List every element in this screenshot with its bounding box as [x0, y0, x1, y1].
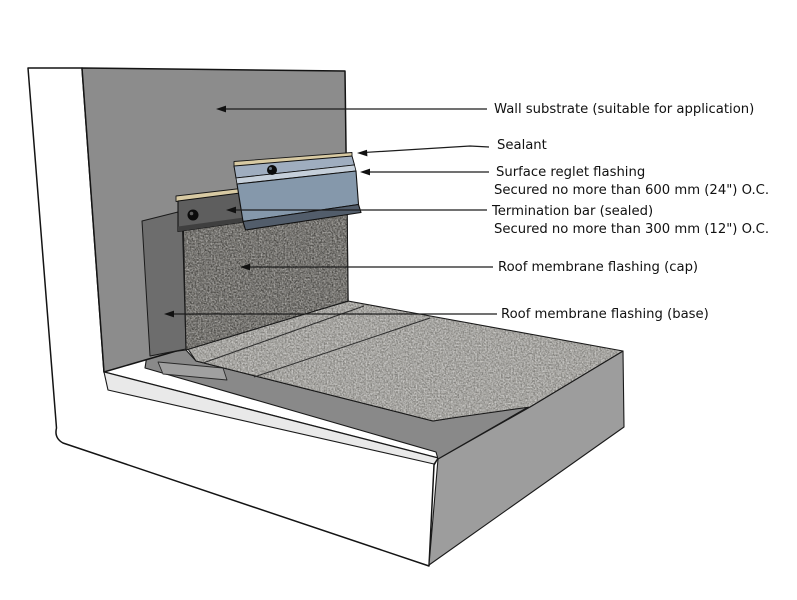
slab-ledge-band [103, 371, 439, 465]
label-surface-reglet-line2: Secured no more than 600 mm (24") O.C. [494, 183, 769, 198]
deck-seam-1 [202, 305, 365, 364]
arrowhead-termination-bar [226, 206, 236, 214]
surface-reglet-flashing [233, 152, 362, 231]
deck-seam-2 [253, 317, 431, 378]
arrowhead-wall-substrate [216, 105, 226, 113]
arrowhead-membrane-cap [240, 263, 250, 271]
label-membrane-base: Roof membrane flashing (base) [501, 307, 709, 322]
termination-bar [175, 187, 246, 233]
termination-bar-screw [187, 209, 199, 221]
label-termination-bar-line2: Secured no more than 300 mm (12") O.C. [494, 222, 769, 237]
membrane-lap-patch [157, 361, 228, 381]
arrowhead-surface-reglet [360, 168, 370, 176]
leader-lines [164, 105, 497, 318]
leader-sealant [360, 145, 490, 154]
label-wall-substrate: Wall substrate (suitable for application… [494, 102, 754, 117]
reglet-screw [267, 165, 277, 175]
label-termination-bar-line1: Termination bar (sealed) [491, 204, 653, 219]
membrane-base-upturn [141, 210, 187, 357]
label-sealant: Sealant [497, 138, 547, 153]
label-surface-reglet-line1: Surface reglet flashing [496, 165, 645, 180]
label-membrane-cap: Roof membrane flashing (cap) [498, 260, 698, 275]
termination-bar-shadow [178, 217, 244, 232]
labels: Wall substrate (suitable for application… [491, 102, 769, 322]
arrowhead-membrane-base [164, 310, 174, 318]
arrowhead-sealant [357, 149, 368, 157]
